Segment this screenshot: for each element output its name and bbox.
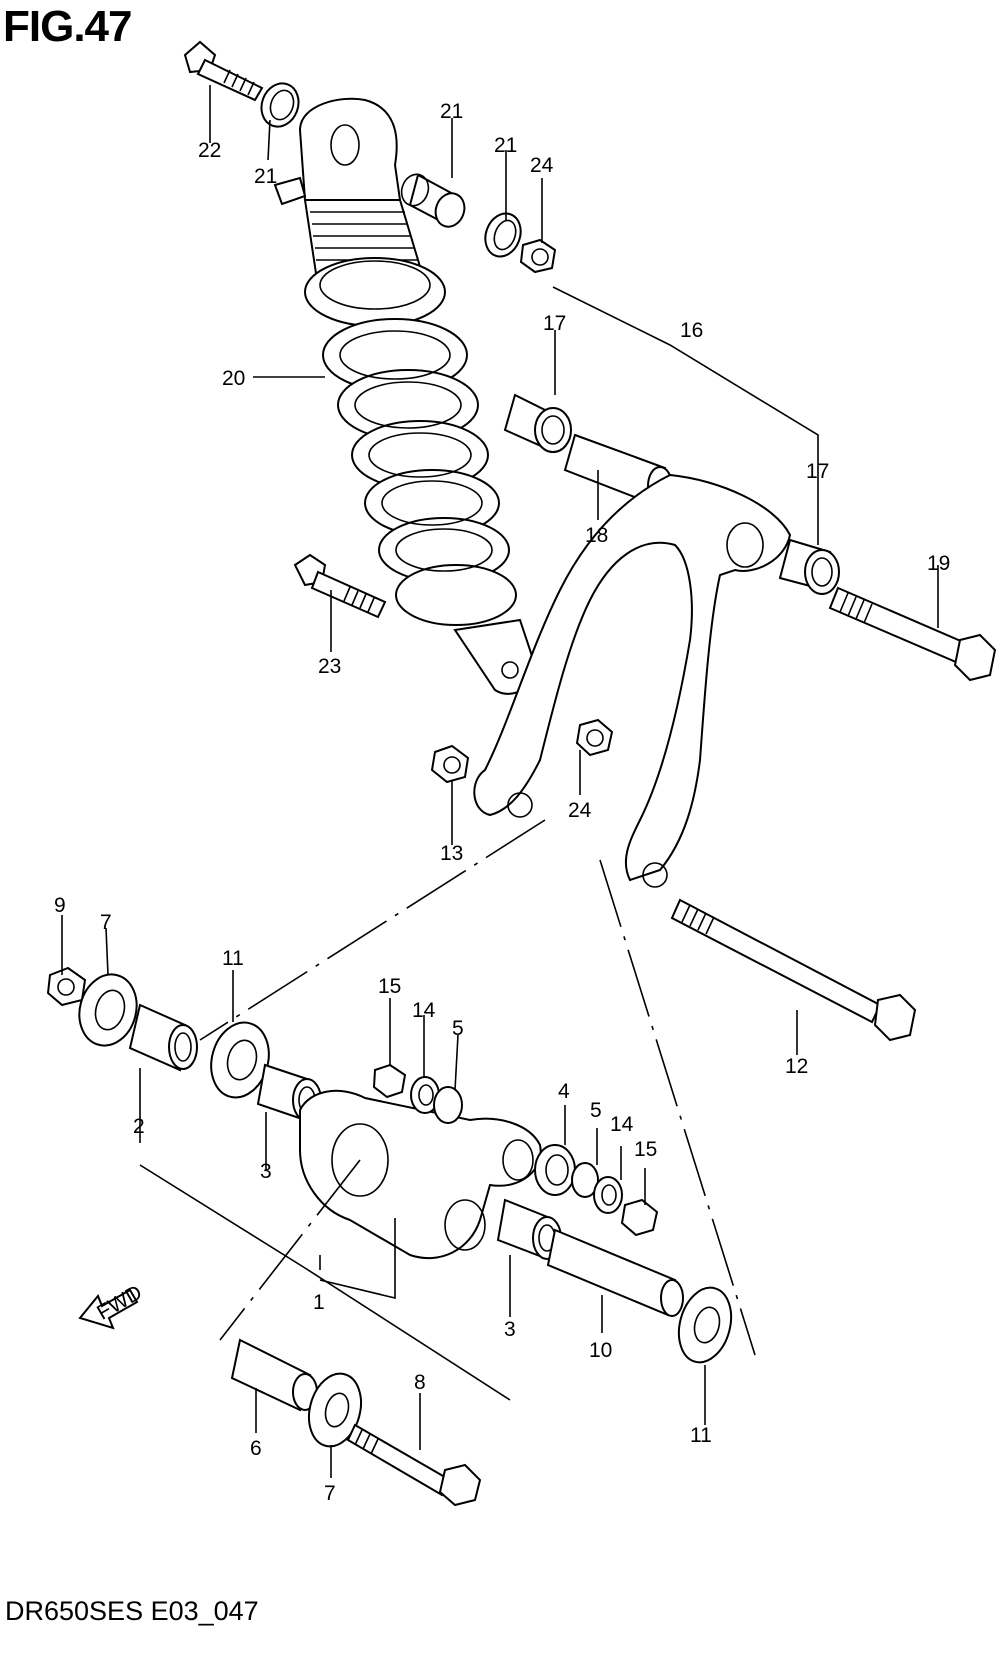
nut-15-lower[interactable] [620,1198,659,1237]
bolt-22[interactable] [183,40,264,102]
cushion-lever-1[interactable] [299,1089,542,1260]
cushion-rod-16[interactable] [473,393,840,888]
bearing-3-right[interactable] [496,1198,562,1260]
callout-1: 1 [313,1291,325,1314]
callout-17: 17 [806,460,829,483]
callout-3: 3 [504,1318,516,1341]
callout-17: 17 [543,312,566,335]
callout-22: 22 [198,139,221,162]
callout-7: 7 [100,911,112,934]
bushing-2[interactable] [128,1003,198,1072]
callout-numbers: 22 21 21 21 24 17 16 17 20 18 19 23 24 1… [54,100,950,1505]
callout-8: 8 [414,1371,426,1394]
washer-7-upper[interactable] [72,968,145,1052]
callout-3: 3 [260,1160,272,1183]
washer-14-lower[interactable] [593,1176,623,1214]
callout-11: 11 [222,947,244,970]
callout-2: 2 [133,1115,145,1138]
bearing-4[interactable] [534,1144,576,1196]
callout-5: 5 [452,1017,464,1040]
nut-9[interactable] [46,966,87,1007]
callout-15: 15 [634,1138,657,1161]
callout-19: 19 [927,552,950,575]
seal-5-upper[interactable] [433,1086,463,1124]
callout-5: 5 [590,1099,602,1122]
nut-24-middle[interactable] [575,718,614,757]
fwd-arrow-label: FWD [93,1281,146,1325]
washer-21-right[interactable] [480,209,527,262]
bolt-8[interactable] [346,1423,482,1507]
washer-7-lower[interactable] [301,1368,368,1452]
callout-24: 24 [530,154,554,177]
callout-21: 21 [254,165,277,188]
callout-11: 11 [690,1424,712,1447]
spacer-10[interactable] [546,1228,684,1317]
bolt-23[interactable] [293,553,387,619]
washer-21-left[interactable] [256,78,305,132]
callout-12: 12 [785,1055,808,1078]
callout-16: 16 [680,319,703,342]
washer-11-right[interactable] [671,1282,739,1368]
fwd-arrow: FWD [78,1281,146,1330]
callout-9: 9 [54,894,66,917]
model-code: DR650SES E03_047 [5,1596,259,1626]
seal-5-lower[interactable] [571,1162,599,1198]
leader-lines [61,85,939,1478]
callout-13: 13 [440,842,463,865]
callout-4: 4 [558,1080,570,1103]
nut-15-upper[interactable] [372,1063,407,1099]
callout-7: 7 [324,1482,336,1505]
nut-13[interactable] [430,744,470,784]
bolt-12[interactable] [670,898,917,1042]
figure-title: FIG.47 [3,2,132,51]
nut-24-top[interactable] [519,238,557,274]
bolt-19[interactable] [828,586,997,682]
callout-21: 21 [440,100,463,123]
callout-15: 15 [378,975,401,998]
rear-shock-absorber[interactable] [273,97,537,695]
callout-18: 18 [585,524,608,547]
callout-14: 14 [412,999,436,1022]
callout-6: 6 [250,1437,262,1460]
callout-21: 21 [494,134,517,157]
callout-10: 10 [589,1339,612,1362]
callout-24: 24 [568,799,592,822]
spacer-21[interactable] [397,171,469,231]
callout-14: 14 [610,1113,634,1136]
callout-20: 20 [222,367,245,390]
callout-23: 23 [318,655,341,678]
spacer-6[interactable] [230,1338,318,1412]
